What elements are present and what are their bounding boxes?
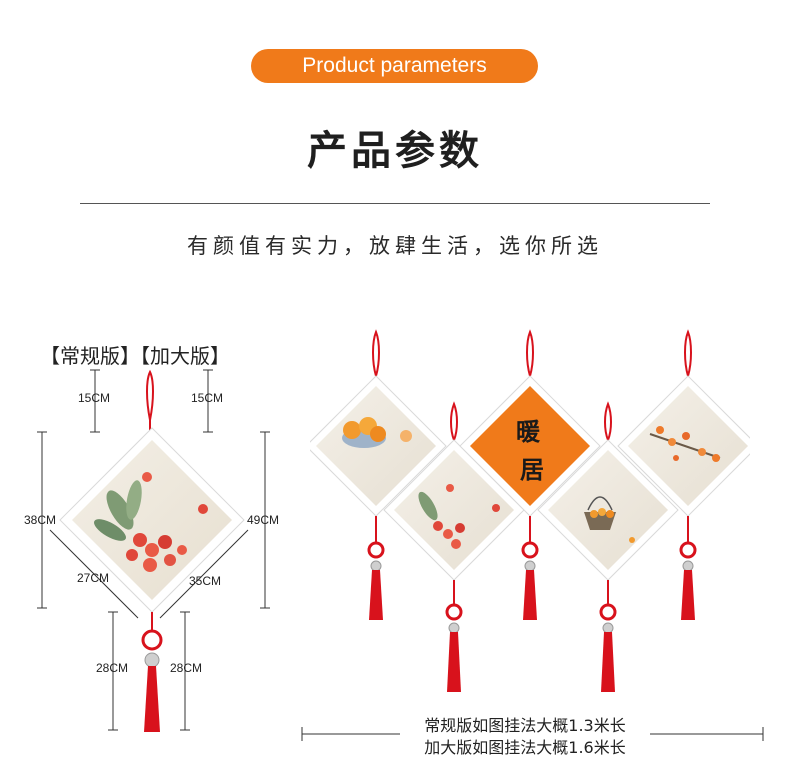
regular-version-label: 【常规版】 bbox=[40, 344, 140, 368]
dimension-lines bbox=[37, 369, 270, 731]
tassels bbox=[367, 516, 697, 692]
regular-height-dim: 38CM bbox=[24, 513, 57, 527]
panel-persimmons bbox=[617, 375, 750, 517]
calligraphy-char-2: 居 bbox=[520, 456, 544, 484]
hanging-arrangement: 暖 居 bbox=[310, 329, 750, 692]
regular-hook-dim: 15CM bbox=[78, 391, 111, 405]
regular-side-dim: 27CM bbox=[77, 571, 110, 585]
calligraphy-char-1: 暖 bbox=[516, 418, 541, 446]
large-version-label: 【加大版】 bbox=[140, 344, 230, 368]
panel-basket bbox=[537, 439, 679, 581]
product-parameters-badge: Product parameters bbox=[251, 49, 538, 83]
divider bbox=[80, 203, 710, 204]
large-side-dim: 35CM bbox=[189, 574, 222, 588]
page-title: 产品参数 bbox=[307, 128, 483, 174]
panel-calligraphy: 暖 居 bbox=[459, 375, 601, 517]
large-tassel-dim: 28CM bbox=[170, 661, 203, 675]
hanging-cord bbox=[146, 369, 154, 421]
regular-length-note: 常规版如图挂法大概1.3米长 bbox=[400, 712, 650, 736]
version-labels: 【常规版】【加大版】 bbox=[40, 340, 230, 369]
large-height-dim: 49CM bbox=[247, 513, 280, 527]
regular-tassel-dim: 28CM bbox=[96, 661, 129, 675]
tassel-regular bbox=[141, 612, 163, 732]
ornament-regular bbox=[59, 427, 245, 613]
large-hook-dim: 15CM bbox=[191, 391, 224, 405]
tagline: 有颜值有实力，放肆生活，选你所选 bbox=[187, 234, 603, 258]
size-diagram bbox=[37, 369, 270, 732]
large-length-note: 加大版如图挂法大概1.6米长 bbox=[400, 734, 650, 758]
berry-painting bbox=[94, 472, 208, 572]
panel-oranges bbox=[310, 375, 447, 517]
